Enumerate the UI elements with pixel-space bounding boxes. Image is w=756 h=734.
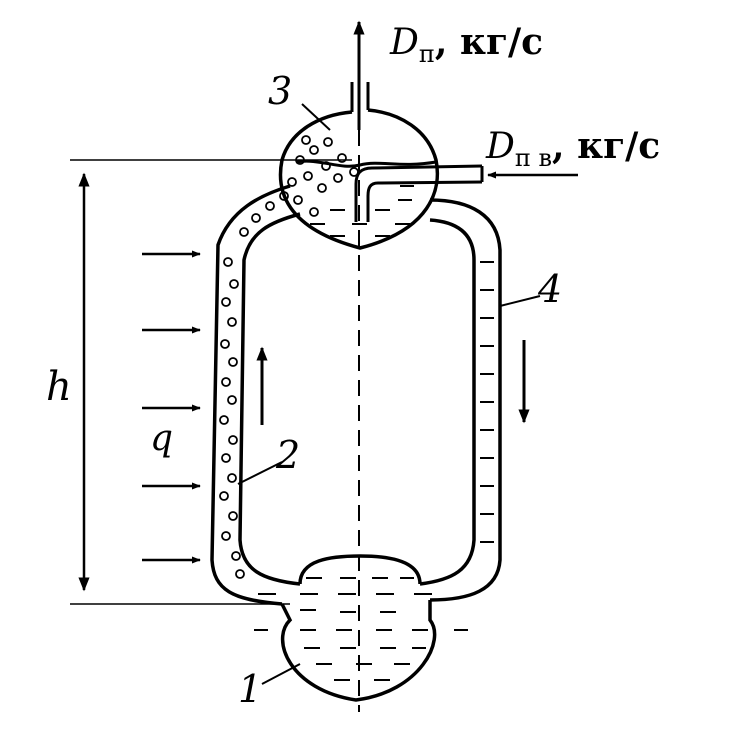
steam-outlet-pipe xyxy=(350,20,370,130)
leader-2 xyxy=(237,461,283,485)
label-2: 2 xyxy=(275,433,300,477)
leader-1 xyxy=(261,663,301,685)
label-1: 1 xyxy=(238,667,262,711)
downcomer-tube xyxy=(419,198,530,602)
label-3: 3 xyxy=(268,69,292,113)
lower-drum xyxy=(254,554,468,702)
riser-bubbles xyxy=(219,135,359,579)
leader-3 xyxy=(301,103,331,131)
heat-flux-arrows xyxy=(142,250,201,564)
leader-4 xyxy=(499,295,541,307)
lower-drum-water-hatch xyxy=(254,577,468,681)
steam-out-label: Dп, кг/с xyxy=(389,21,543,68)
label-4: 4 xyxy=(537,267,562,311)
heat-flux-label: q xyxy=(150,418,173,459)
feedwater-pipe xyxy=(354,164,578,222)
feedwater-label: Dп в, кг/с xyxy=(485,125,660,172)
height-dimension xyxy=(70,159,352,605)
upper-drum-water-hatch xyxy=(310,185,414,237)
downcomer-water-hatch xyxy=(480,261,494,543)
height-label: h xyxy=(46,364,72,410)
riser-tube xyxy=(210,135,359,606)
